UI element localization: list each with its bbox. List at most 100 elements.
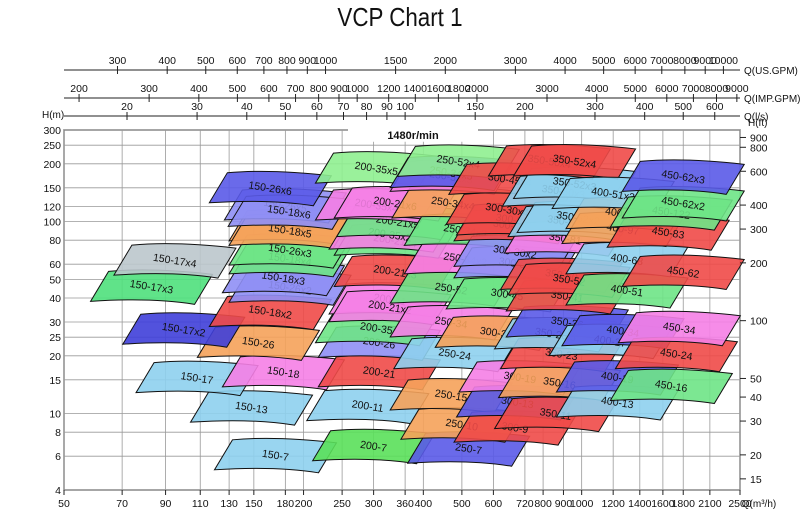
tick-label-h-m: 4 <box>55 485 61 497</box>
tick-label-q-m3h: 900 <box>555 498 573 510</box>
tick-label-us-gpm: 500 <box>197 55 215 67</box>
tick-label-imp-gpm: 6000 <box>655 83 679 95</box>
tick-label-h-m: 120 <box>43 201 61 213</box>
tick-label-h-ft: 900 <box>750 132 768 144</box>
tick-label-imp-gpm: 4000 <box>585 83 609 95</box>
tick-label-h-m: 80 <box>49 235 61 247</box>
tick-label-imp-gpm: 900 <box>330 83 348 95</box>
tick-label-l-s: 70 <box>338 101 350 113</box>
tick-label-h-m: 15 <box>49 375 61 387</box>
tick-label-h-ft: 30 <box>750 416 762 428</box>
tick-label-l-s: 300 <box>586 101 604 113</box>
speed-label: 1480r/min <box>387 130 439 142</box>
region-label-150-18: 150-18 <box>266 364 300 381</box>
region-label-450-34: 450-34 <box>662 320 696 337</box>
tick-label-h-m: 50 <box>49 274 61 286</box>
region-450-62x3 <box>621 159 746 195</box>
tick-label-imp-gpm: 600 <box>260 83 278 95</box>
tick-label-us-gpm: 800 <box>278 55 296 67</box>
tick-label-l-s: 600 <box>706 101 724 113</box>
tick-label-us-gpm: 5000 <box>592 55 616 67</box>
region-150-7 <box>213 437 338 474</box>
tick-label-h-m: 200 <box>43 159 61 171</box>
region-label-450-83: 450-83 <box>651 225 685 242</box>
region-450-62 <box>621 254 746 291</box>
tick-label-h-ft: 800 <box>750 142 768 154</box>
tick-label-imp-gpm: 700 <box>287 83 305 95</box>
region-450-34 <box>617 310 742 347</box>
tick-label-h-ft: 400 <box>750 200 768 212</box>
tick-label-l-s: 90 <box>381 101 393 113</box>
tick-label-h-m: 150 <box>43 183 61 195</box>
tick-label-imp-gpm: 300 <box>140 83 158 95</box>
tick-label-imp-gpm: 1600 <box>427 83 451 95</box>
region-label-150-13: 150-13 <box>234 400 268 417</box>
tick-label-l-s: 400 <box>636 101 654 113</box>
tick-label-imp-gpm: 1200 <box>377 83 401 95</box>
tick-label-us-gpm: 2000 <box>434 55 458 67</box>
axis-label-h-m: H(m) <box>42 110 64 121</box>
tick-label-h-ft: 100 <box>750 316 768 328</box>
tick-label-q-m3h: 1200 <box>601 498 625 510</box>
tick-label-h-m: 40 <box>49 293 61 305</box>
speed-label-bg <box>348 127 478 142</box>
tick-label-h-ft: 300 <box>750 224 768 236</box>
tick-label-q-m3h: 1000 <box>570 498 594 510</box>
tick-label-q-m3h: 720 <box>516 498 534 510</box>
tick-label-us-gpm: 1500 <box>384 55 408 67</box>
tick-label-q-m3h: 2100 <box>698 498 722 510</box>
tick-label-h-m: 250 <box>43 140 61 152</box>
tick-label-h-ft: 15 <box>750 474 762 486</box>
region-label-450-24: 450-24 <box>659 346 693 363</box>
tick-label-h-ft: 600 <box>750 166 768 178</box>
tick-label-q-m3h: 1600 <box>651 498 675 510</box>
tick-label-h-m: 300 <box>43 125 61 137</box>
tick-label-q-m3h: 360 <box>396 498 414 510</box>
region-label-200-11: 200-11 <box>351 398 385 415</box>
tick-label-imp-gpm: 1000 <box>345 83 369 95</box>
tick-label-q-m3h: 200 <box>295 498 313 510</box>
region-label-350-52: 350-52 <box>552 272 586 289</box>
tick-label-h-m: 30 <box>49 317 61 329</box>
tick-label-imp-gpm: 500 <box>229 83 247 95</box>
tick-label-q-m3h: 110 <box>192 498 209 510</box>
tick-label-h-m: 100 <box>43 217 61 229</box>
tick-label-us-gpm: 400 <box>158 55 176 67</box>
tick-label-us-gpm: 600 <box>228 55 246 67</box>
axis-label-h-ft: H(ft) <box>748 118 767 129</box>
tick-label-us-gpm: 8000 <box>673 55 697 67</box>
tick-label-l-s: 60 <box>311 101 323 113</box>
tick-label-l-s: 80 <box>361 101 373 113</box>
tick-label-q-m3h: 1400 <box>628 498 652 510</box>
region-label-150-26: 150-26 <box>241 335 275 352</box>
region-label-400-51: 400-51 <box>610 283 644 300</box>
tick-label-imp-gpm: 7000 <box>682 83 706 95</box>
tick-label-q-m3h: 400 <box>415 498 433 510</box>
tick-label-q-m3h: 500 <box>453 498 471 510</box>
tick-label-h-m: 8 <box>55 427 61 439</box>
region-450-16 <box>609 368 734 405</box>
axis-label-us-gpm: Q(US.GPM) <box>744 66 798 77</box>
tick-label-h-m: 25 <box>49 332 61 344</box>
tick-label-imp-gpm: 2000 <box>465 83 489 95</box>
region-label-450-16: 450-16 <box>654 378 688 395</box>
tick-label-imp-gpm: 1800 <box>447 83 471 95</box>
tick-label-l-s: 30 <box>191 101 203 113</box>
tick-label-q-m3h: 50 <box>58 498 70 510</box>
tick-label-l-s: 40 <box>241 101 253 113</box>
tick-label-q-m3h: 2500 <box>728 498 752 510</box>
tick-label-l-s: 20 <box>121 101 133 113</box>
tick-label-us-gpm: 9000 <box>694 55 718 67</box>
tick-label-h-ft: 20 <box>750 450 762 462</box>
tick-label-q-m3h: 300 <box>365 498 383 510</box>
tick-label-l-s: 200 <box>516 101 534 113</box>
tick-label-q-m3h: 1800 <box>672 498 696 510</box>
tick-label-q-m3h: 150 <box>245 498 263 510</box>
region-label-150-7: 150-7 <box>261 448 290 464</box>
axis-label-q-m3h: Q(m³/h) <box>742 499 776 510</box>
tick-label-q-m3h: 90 <box>160 498 172 510</box>
tick-label-q-m3h: 800 <box>534 498 552 510</box>
